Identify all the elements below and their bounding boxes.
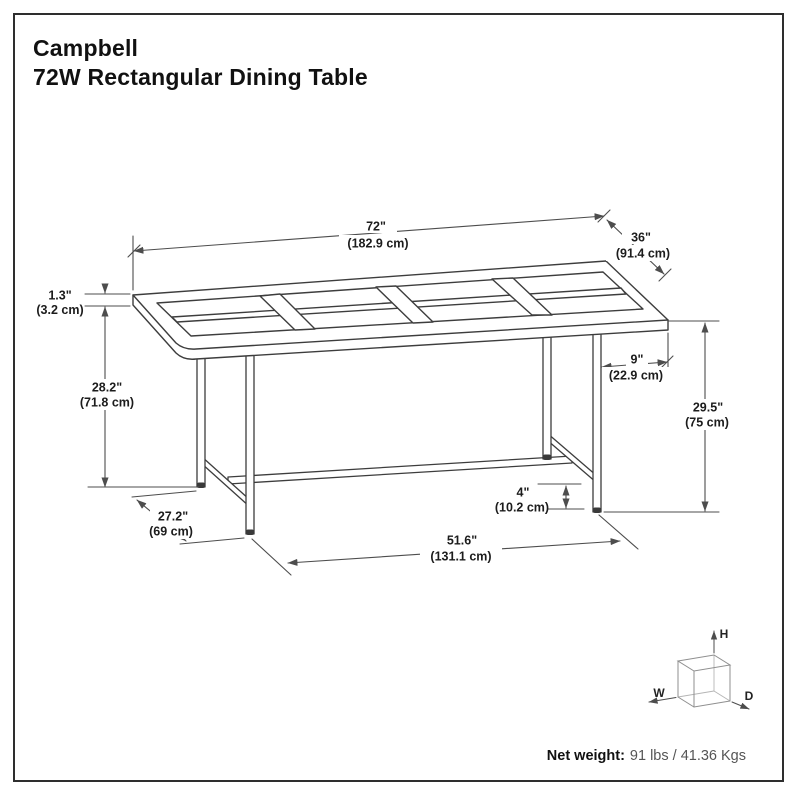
cube-w-label: W <box>653 686 665 700</box>
cube-top-face <box>676 654 732 672</box>
back-right-leg <box>542 331 552 460</box>
table-base <box>196 328 602 535</box>
cube-h-label: H <box>720 627 729 641</box>
dimension-lines <box>84 209 720 576</box>
dim-clearance-cm: (71.8 cm) <box>80 396 134 410</box>
front-left-foot <box>245 529 255 535</box>
cube-bottom-edges <box>677 696 731 708</box>
product-title-line1: Campbell <box>33 35 139 61</box>
cube-d-axis <box>731 701 750 710</box>
center-stretcher <box>227 455 573 485</box>
product-title: Campbell 72W Rectangular Dining Table <box>33 34 368 92</box>
top-inner-frame <box>156 271 644 337</box>
dim-leg-span-inches: 51.6" <box>447 534 477 548</box>
dim-clearance-inches: 28.2" <box>92 381 122 395</box>
tabletop-front-edge <box>132 294 669 350</box>
product-title-line2: 72W Rectangular Dining Table <box>33 64 368 90</box>
dim-width-inches: 72" <box>366 220 386 234</box>
back-left-leg <box>196 349 206 488</box>
dim-depth-cm: (91.4 cm) <box>616 247 670 261</box>
tabletop <box>132 260 669 360</box>
dim-line-width <box>133 213 605 254</box>
dim-depth-inches: 36" <box>631 231 651 245</box>
front-right-leg <box>592 328 602 513</box>
dimension-cube-icon: H W D <box>648 627 754 710</box>
dim-stretcher-cm: (10.2 cm) <box>495 501 549 515</box>
cube-w-axis <box>648 697 677 704</box>
front-right-foot <box>592 507 602 513</box>
dim-height-inches: 29.5" <box>693 401 723 415</box>
dim-leg-depth-cm: (69 cm) <box>149 525 193 539</box>
top-divider-3 <box>491 277 553 316</box>
dim-leg-depth-inches: 27.2" <box>158 510 188 524</box>
top-divider-2 <box>375 285 434 324</box>
top-divider-1 <box>259 293 316 331</box>
net-weight: Net weight:91 lbs / 41.36 Kgs <box>547 748 746 764</box>
dim-height-cm: (75 cm) <box>685 416 729 430</box>
dim-stretcher-inches: 4" <box>517 486 530 500</box>
dim-leg-span-cm: (131.1 cm) <box>430 550 491 564</box>
front-left-leg <box>245 347 255 535</box>
cube-d-label: D <box>745 689 754 703</box>
dim-overhang-inches: 9" <box>631 353 644 367</box>
dim-thickness-cm: (3.2 cm) <box>36 303 83 317</box>
page-border <box>13 13 784 782</box>
dim-width-cm: (182.9 cm) <box>347 237 408 251</box>
net-weight-label: Net weight: <box>546 748 625 764</box>
back-right-foot <box>542 454 552 460</box>
dim-overhang-cm: (22.9 cm) <box>609 369 663 383</box>
label-backgrounds <box>75 218 733 564</box>
dimension-labels: 72" (182.9 cm) 36" (91.4 cm) 1.3" (3.2 c… <box>36 220 729 564</box>
dim-thickness-inches: 1.3" <box>48 289 71 303</box>
net-weight-value: 91 lbs / 41.36 Kgs <box>629 748 746 764</box>
